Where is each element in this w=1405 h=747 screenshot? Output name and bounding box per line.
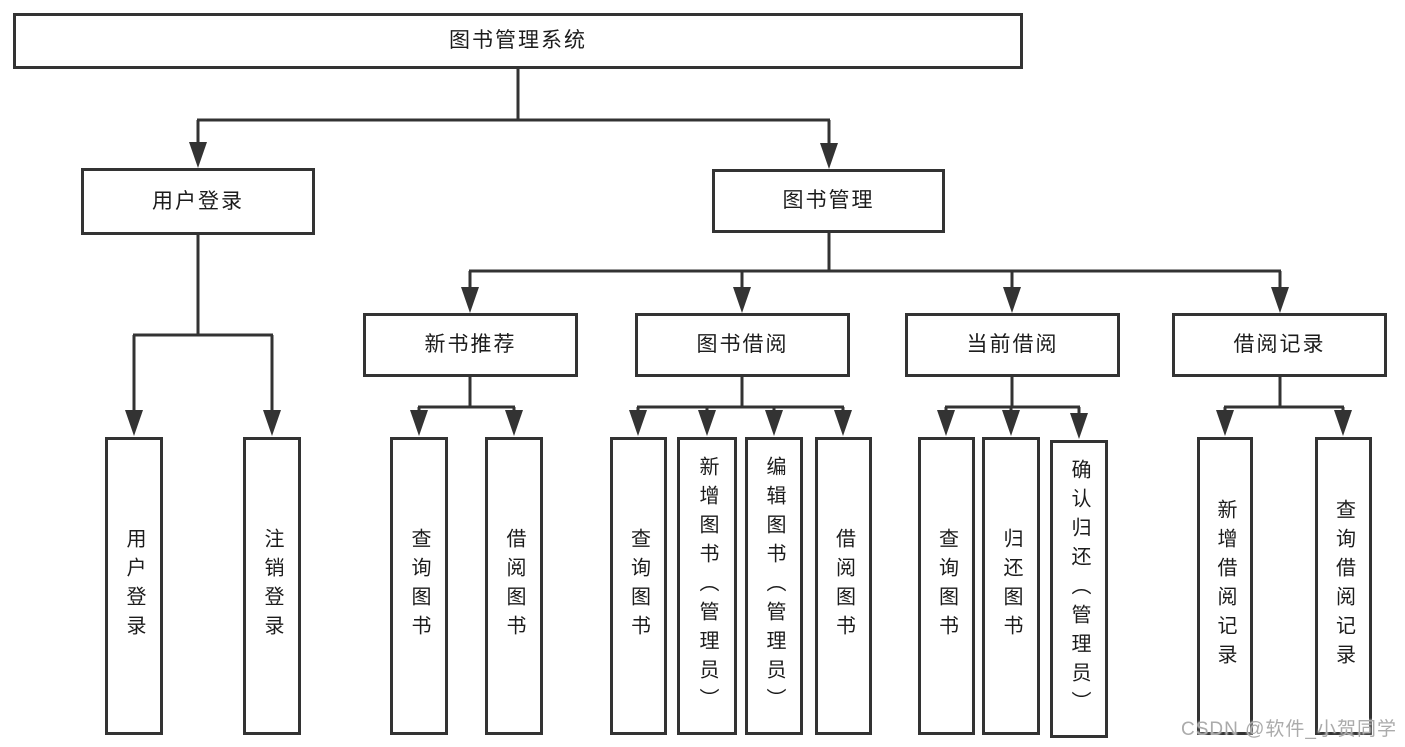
arrowhead (937, 410, 955, 436)
leaf-recommend-borrow-books-label: 借阅图书 (503, 528, 525, 644)
connector-arrowheads (125, 142, 1352, 439)
leaf-records-add-record: 新增借阅记录 (1197, 437, 1253, 735)
leaf-recommend-query-books-label: 查询图书 (408, 528, 430, 644)
node-root: 图书管理系统 (13, 13, 1023, 69)
leaf-borrow-edit-books: 编辑图书（管理员） (745, 437, 803, 735)
node-new-book-recommend: 新书推荐 (363, 313, 578, 377)
node-current-borrow: 当前借阅 (905, 313, 1120, 377)
leaf-recommend-borrow-books: 借阅图书 (485, 437, 543, 735)
arrowhead (125, 410, 143, 436)
node-new-book-recommend-label: 新书推荐 (424, 333, 517, 357)
arrowhead (1070, 413, 1088, 439)
leaf-user-login-label: 用户登录 (123, 528, 145, 644)
arrowhead (1216, 410, 1234, 436)
node-root-label: 图书管理系统 (449, 29, 587, 53)
arrowhead (629, 410, 647, 436)
leaf-current-query-books-label: 查询图书 (935, 528, 958, 644)
node-book-management-label: 图书管理 (782, 189, 875, 213)
arrowhead (1334, 410, 1352, 436)
leaf-borrow-query-books-label: 查询图书 (627, 528, 650, 644)
leaf-records-query-record: 查询借阅记录 (1315, 437, 1372, 735)
leaf-current-return-books: 归还图书 (982, 437, 1040, 735)
arrowhead (263, 410, 281, 436)
edge-root-to-level2 (196, 69, 831, 151)
node-borrow-records: 借阅记录 (1172, 313, 1387, 377)
leaf-current-return-books-label: 归还图书 (1000, 528, 1022, 644)
arrowhead (1271, 287, 1289, 313)
edge-book-mgmt-to-level3 (468, 233, 1282, 296)
node-user-login-label: 用户登录 (152, 189, 244, 213)
arrowhead (1003, 287, 1021, 313)
leaf-recommend-query-books: 查询图书 (390, 437, 448, 735)
arrowhead (189, 142, 207, 168)
node-book-borrow-label: 图书借阅 (696, 333, 789, 357)
leaf-borrow-query-books: 查询图书 (610, 437, 667, 735)
node-current-borrow-label: 当前借阅 (966, 333, 1059, 357)
leaf-borrow-edit-books-label: 编辑图书（管理员） (763, 455, 785, 717)
node-book-borrow: 图书借阅 (635, 313, 850, 377)
leaf-user-login: 用户登录 (105, 437, 163, 735)
node-book-management: 图书管理 (712, 169, 945, 233)
leaf-current-query-books: 查询图书 (918, 437, 975, 735)
leaf-borrow-add-books: 新增图书（管理员） (677, 437, 737, 735)
edge-records-to-leaves (1223, 377, 1345, 420)
arrowhead (765, 410, 783, 436)
edge-recommend-to-leaves (417, 377, 516, 420)
leaf-borrow-add-books-label: 新增图书（管理员） (696, 455, 718, 717)
connector-lines (132, 69, 1345, 423)
node-borrow-records-label: 借阅记录 (1233, 333, 1326, 357)
arrowhead (1002, 410, 1020, 436)
edge-borrow-to-leaves (636, 377, 845, 420)
arrowhead (698, 410, 716, 436)
leaf-current-confirm-return-label: 确认归还（管理员） (1068, 458, 1090, 720)
node-user-login: 用户登录 (81, 168, 315, 235)
arrowhead (820, 143, 838, 169)
arrowhead (505, 410, 523, 436)
leaf-logout: 注销登录 (243, 437, 301, 735)
leaf-current-confirm-return: 确认归还（管理员） (1050, 440, 1108, 738)
watermark: CSDN @软件_小贺同学 (1181, 719, 1397, 740)
arrowhead (461, 287, 479, 313)
arrowhead (410, 410, 428, 436)
leaf-borrow-borrow-books: 借阅图书 (815, 437, 872, 735)
edge-user-login-to-leaves (132, 235, 274, 418)
leaf-records-query-record-label: 查询借阅记录 (1332, 499, 1355, 673)
leaf-logout-label: 注销登录 (261, 528, 283, 644)
arrowhead (733, 287, 751, 313)
leaf-borrow-borrow-books-label: 借阅图书 (832, 528, 855, 644)
leaf-records-add-record-label: 新增借阅记录 (1214, 499, 1236, 673)
arrowhead (834, 410, 852, 436)
